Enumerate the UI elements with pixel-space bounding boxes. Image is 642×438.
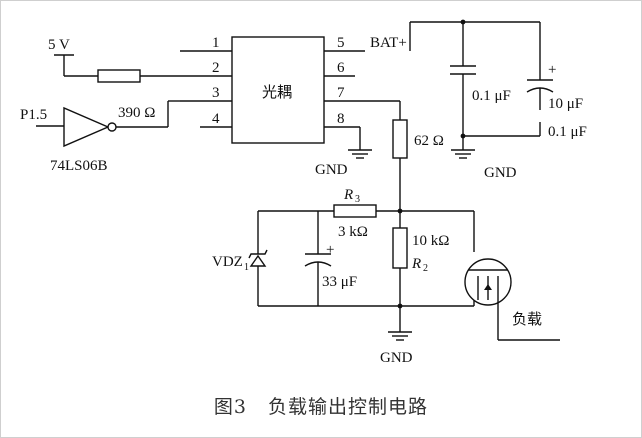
opto-pin3-label: 3 xyxy=(212,85,220,101)
caps-bottom-junction xyxy=(460,133,466,139)
zener-name: VDZ xyxy=(212,254,243,270)
opto-pin7-label: 7 xyxy=(337,85,345,101)
inverter-label: 74LS06B xyxy=(50,158,108,174)
mosfet-arrow xyxy=(484,284,492,290)
cap01b-label: 0.1 μF xyxy=(548,124,587,140)
zener-subscript: 1 xyxy=(244,262,249,273)
gnd-bottom-label: GND xyxy=(380,350,413,366)
gnd-opto-label: GND xyxy=(315,162,348,178)
zener-diode xyxy=(249,254,267,267)
r2-name: R xyxy=(411,256,421,272)
optocoupler-label: 光耦 xyxy=(262,83,292,101)
cap33-plus: + xyxy=(326,242,334,258)
inverter-gate xyxy=(63,106,110,148)
resistor-r3 xyxy=(333,204,377,218)
gnd-caps-label: GND xyxy=(484,165,517,181)
opto-pin2-label: 2 xyxy=(212,60,220,76)
r62-label: 62 Ω xyxy=(414,133,444,149)
r2-value: 10 kΩ xyxy=(412,233,449,249)
vcc-label: 5 V xyxy=(48,37,70,53)
p15-label: P1.5 xyxy=(20,107,47,123)
cap10-plus: + xyxy=(548,62,556,78)
r2-subscript: 2 xyxy=(423,263,428,274)
resistor-r2 xyxy=(392,227,408,269)
optocoupler-body xyxy=(231,36,325,144)
r3-name: R xyxy=(343,187,353,203)
zener-bar xyxy=(248,249,268,259)
resistor-5v xyxy=(97,69,141,83)
cap10-label: 10 μF xyxy=(548,96,583,112)
r3-junction xyxy=(397,208,403,214)
load-label: 负载 xyxy=(512,310,542,328)
opto-pin5-label: 5 xyxy=(337,35,345,51)
r390-label: 390 Ω xyxy=(118,105,155,121)
inverter-bubble xyxy=(107,122,117,132)
figure-caption: 图3 负载输出控制电路 xyxy=(213,396,429,418)
cap01a-label: 0.1 μF xyxy=(472,88,511,104)
resistor-62 xyxy=(392,119,408,159)
opto-pin6-label: 6 xyxy=(337,60,345,76)
r3-value: 3 kΩ xyxy=(338,224,368,240)
cap33-label: 33 μF xyxy=(322,274,357,290)
opto-pin4-label: 4 xyxy=(212,111,220,127)
bat-label: BAT+ xyxy=(370,35,407,51)
opto-pin8-label: 8 xyxy=(337,111,345,127)
bat-junction xyxy=(460,19,466,25)
r3-subscript: 3 xyxy=(355,194,360,205)
opto-pin1-label: 1 xyxy=(212,35,220,51)
